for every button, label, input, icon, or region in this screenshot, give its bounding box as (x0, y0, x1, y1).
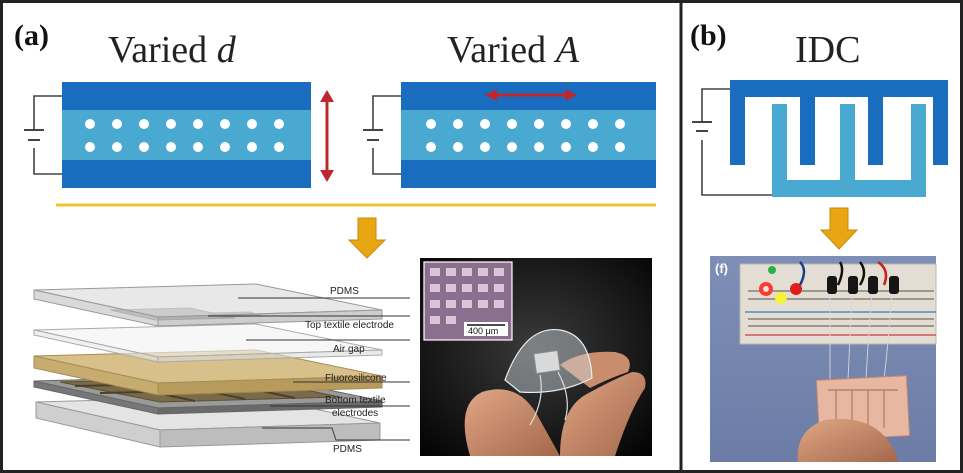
heading-varied-d-text: Varied (108, 29, 217, 71)
heading-idc: IDC (795, 29, 860, 71)
heading-varied-d: Varied d (108, 29, 237, 71)
bottom-electrode (401, 160, 656, 188)
layer-label-bottom-electrodes-1: Bottom textile (325, 395, 386, 406)
sensor-electrode-patch (533, 349, 561, 375)
panel-b: (b) IDC (690, 19, 948, 462)
air-gap-layer (33, 323, 383, 363)
top-electrode (62, 82, 311, 110)
panel-b-label: (b) (690, 19, 727, 52)
breadboard-photo: (f) (710, 256, 937, 462)
layer-stack-diagram: PDMS Top textile electrode Air gap Fluor… (33, 283, 410, 455)
finger-tip-shape (560, 351, 630, 388)
layer-label-air-gap: Air gap (333, 344, 365, 355)
top-pdms-layer (33, 283, 383, 327)
device-photo: 400 μm (420, 258, 652, 456)
fluorosilicone-layer (33, 349, 383, 396)
heading-varied-a-var: A (553, 29, 580, 71)
top-comb-electrode (730, 80, 948, 165)
heading-varied-a-text: Varied (447, 29, 556, 71)
horizontal-double-arrow (485, 89, 577, 101)
thumb-shape (464, 389, 560, 456)
finger-shape (560, 372, 646, 456)
layer-label-fluorosilicone: Fluorosilicone (325, 373, 387, 384)
bottom-comb-electrode (772, 104, 926, 197)
dielectric-pores (85, 119, 284, 152)
panel-a: (a) Varied d Varied A (14, 19, 656, 456)
layer-label-top-electrode: Top textile electrode (305, 320, 394, 331)
down-arrow-icon (819, 207, 859, 250)
down-arrow-icon (347, 217, 387, 259)
breadboard-holes (748, 290, 934, 327)
heading-varied-a: Varied A (447, 29, 580, 71)
dielectric-layer (62, 110, 311, 160)
led-glow (763, 286, 769, 292)
sensor-leads (829, 293, 893, 381)
layer-label-pdms-bottom: PDMS (333, 444, 362, 455)
capacitor-varied-a (363, 82, 656, 188)
bottom-electrode (62, 160, 311, 188)
dielectric-layer (401, 110, 656, 160)
breadboard (739, 263, 937, 345)
yellow-led (775, 292, 787, 304)
scale-bar-label: 400 μm (468, 326, 498, 336)
circuit-wire-right (372, 95, 401, 175)
leader-lines (208, 297, 410, 441)
micrograph-inset: 400 μm (423, 261, 513, 341)
transistors (827, 276, 899, 294)
jumper-wires (798, 260, 888, 286)
idc-pattern (828, 389, 898, 428)
interdigitated-capacitor (692, 80, 948, 197)
vertical-double-arrow (320, 90, 334, 182)
panel-a-label: (a) (14, 19, 49, 52)
inset-label-f: (f) (715, 261, 728, 276)
sensor-wire (529, 374, 542, 426)
dielectric-pores (426, 119, 625, 152)
idc-circuit-wire (701, 88, 772, 196)
finger-shape (797, 418, 898, 462)
heading-varied-d-var: d (217, 29, 237, 71)
red-led (790, 283, 802, 295)
layer-label-bottom-electrodes-2: electrodes (332, 408, 378, 419)
circuit-wire-left (33, 95, 62, 175)
green-led (768, 266, 776, 274)
sensor-wire (557, 371, 568, 421)
layer-label-pdms-top: PDMS (330, 286, 359, 297)
capacitor-varied-d (24, 82, 334, 188)
